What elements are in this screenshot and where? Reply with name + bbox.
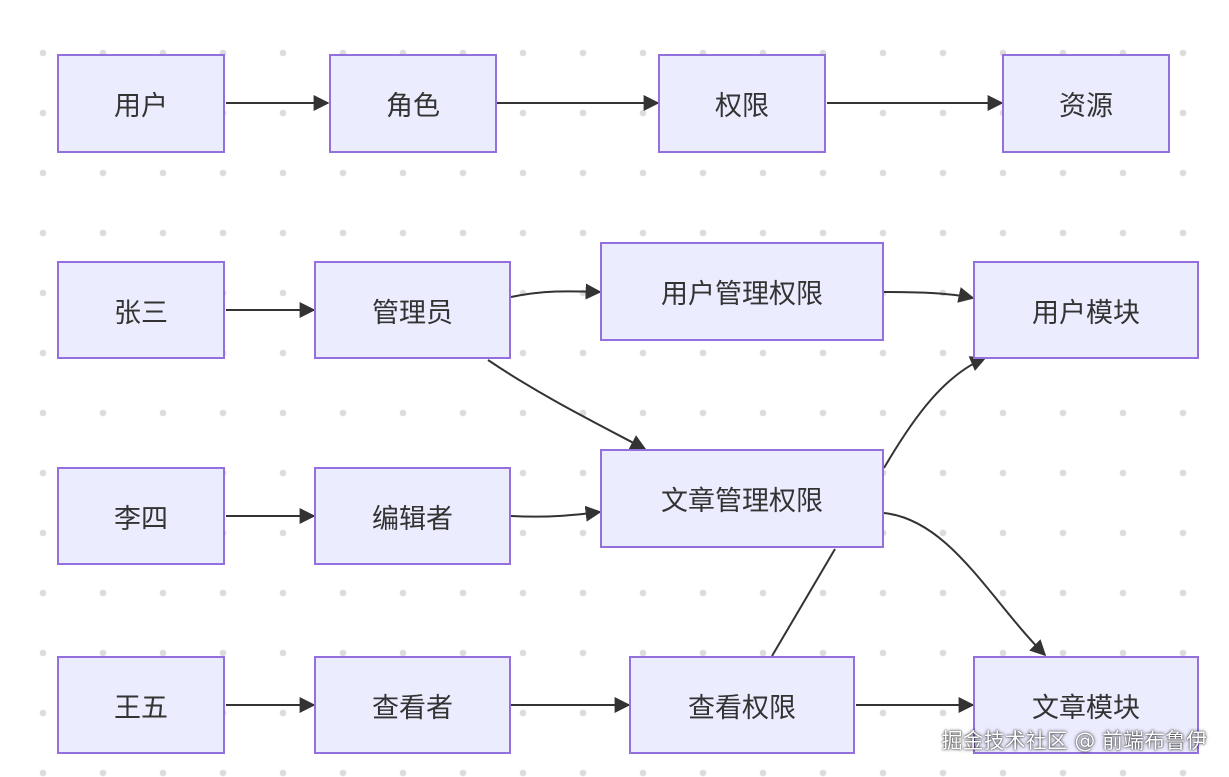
node-viewer: 查看者 [314, 656, 511, 754]
watermark: 掘金技术社区 @ 前端布鲁伊 [941, 729, 1207, 753]
node-zhangsan-label: 张三 [114, 297, 168, 329]
node-user-label: 用户 [114, 91, 168, 122]
node-zhangsan: 张三 [57, 261, 225, 359]
node-user-module: 用户模块 [973, 261, 1199, 359]
node-resource-label: 资源 [1059, 91, 1113, 122]
edge-view-perm-article-mgmt-perm [771, 548, 836, 657]
edge-admin-article-mgmt-perm [487, 359, 647, 450]
node-wangwu: 王五 [57, 656, 225, 754]
node-admin: 管理员 [314, 261, 511, 359]
node-admin-label: 管理员 [372, 297, 453, 329]
node-user-mgmt-perm-label: 用户管理权限 [661, 279, 823, 310]
node-article-mgmt-perm: 文章管理权限 [600, 449, 884, 548]
node-viewer-label: 查看者 [372, 692, 453, 724]
node-wangwu-label: 王五 [114, 692, 168, 724]
edge-article-mgmt-perm-user-module [883, 356, 987, 469]
node-view-perm-label: 查看权限 [688, 692, 796, 724]
node-article-module-label: 文章模块 [1032, 692, 1140, 724]
node-article-mgmt-perm-label: 文章管理权限 [661, 486, 823, 517]
node-role: 角色 [329, 54, 497, 153]
node-view-perm: 查看权限 [629, 656, 855, 754]
edge-editor-article-mgmt-perm [510, 505, 602, 522]
node-role-label: 角色 [386, 91, 440, 122]
node-editor: 编辑者 [314, 467, 511, 565]
edge-article-mgmt-perm-article-module [883, 512, 1047, 657]
edge-user-mgmt-perm-user-module [883, 287, 975, 303]
node-article-module: 文章模块 [973, 656, 1199, 754]
node-user-mgmt-perm: 用户管理权限 [600, 242, 884, 341]
edge-admin-user-mgmt-perm [510, 283, 602, 300]
node-permission: 权限 [658, 54, 826, 153]
node-lisi: 李四 [57, 467, 225, 565]
node-user-module-label: 用户模块 [1032, 297, 1140, 329]
node-lisi-label: 李四 [114, 503, 168, 535]
node-editor-label: 编辑者 [372, 503, 453, 535]
node-user: 用户 [57, 54, 225, 153]
node-resource: 资源 [1002, 54, 1170, 153]
node-permission-label: 权限 [715, 91, 769, 122]
